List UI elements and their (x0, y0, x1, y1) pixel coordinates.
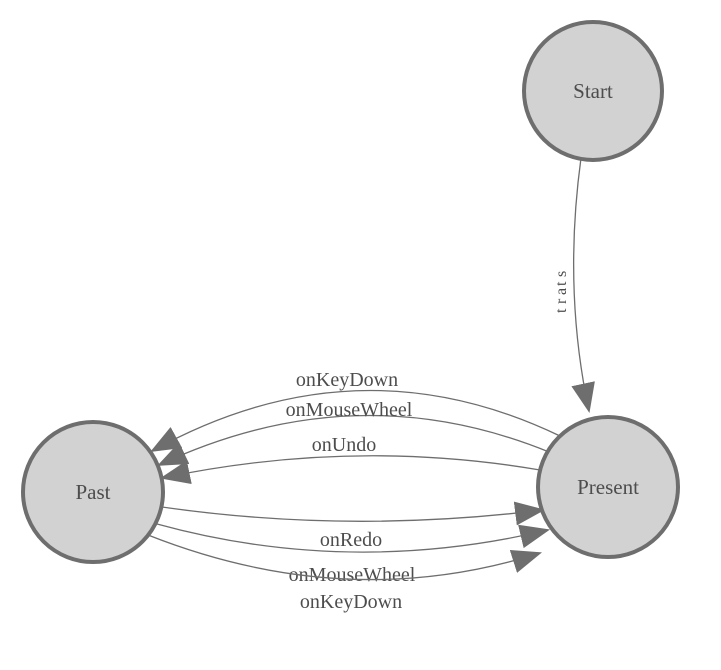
edge-label-onredo: onRedo (320, 529, 382, 551)
edge-label-onundo: onUndo (312, 434, 376, 456)
edge-present-to-past-onkeydown: onKeyDown (150, 369, 561, 453)
state-node-past: Past (21, 420, 165, 564)
state-node-past-circle[interactable] (21, 420, 165, 564)
edge-label-onmousewheel-bottom: onMouseWheel (289, 564, 416, 586)
edge-past-to-present-onkeydown: onKeyDown (147, 534, 543, 613)
edge-label-onkeydown-top: onKeyDown (296, 369, 398, 391)
edge-past-to-present-onmousewheel: onMouseWheel (156, 523, 551, 586)
edge-path-onkeydown-bottom[interactable] (147, 534, 543, 581)
edge-present-to-past-onmousewheel: onMouseWheel (157, 399, 550, 466)
edge-start-to-present: start (553, 157, 595, 414)
edge-path-onmousewheel-top[interactable] (157, 414, 550, 466)
state-node-start-circle[interactable] (522, 20, 664, 162)
edge-label-onkeydown-bottom: onKeyDown (300, 591, 402, 613)
edge-path-start[interactable] (571, 157, 595, 414)
state-node-present-label: Present (577, 475, 639, 499)
edge-present-to-past-onundo: onUndo (159, 434, 541, 485)
edge-path-onundo[interactable] (159, 455, 541, 485)
edge-past-to-present-onredo: onRedo (161, 501, 546, 551)
edge-path-onredo[interactable] (161, 501, 546, 526)
state-node-start: Start (522, 20, 664, 162)
state-node-start-label: Start (573, 79, 613, 103)
state-node-present-circle[interactable] (536, 415, 680, 559)
edge-label-onmousewheel-top: onMouseWheel (286, 399, 413, 421)
state-node-past-label: Past (75, 480, 110, 504)
edge-path-onkeydown-top[interactable] (150, 389, 561, 453)
edge-path-onmousewheel-bottom[interactable] (156, 523, 551, 553)
state-node-present: Present (536, 415, 680, 559)
edge-label-start: start (553, 271, 570, 313)
